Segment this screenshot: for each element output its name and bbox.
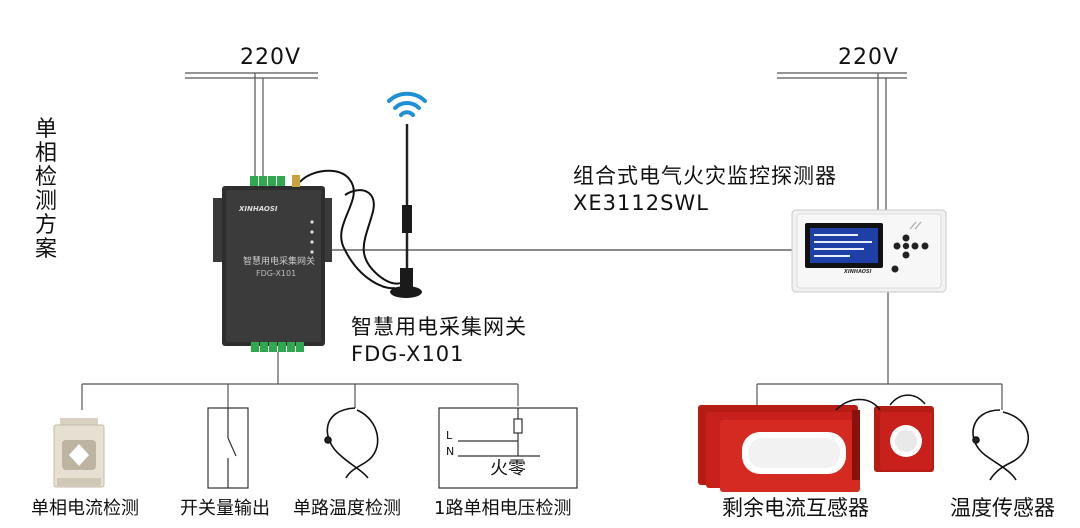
line-l-label: L [446, 429, 453, 442]
sensor-label: 单相电流检测 [31, 498, 139, 519]
left-power-bus [185, 72, 318, 178]
sensor-label: 温度传感器 [950, 496, 1055, 520]
residual-current-transformer-icon [698, 394, 934, 492]
side-title: 单 相 检 测 方 案 [32, 118, 60, 262]
detector-name: 组合式电气火灾监控探测器 [573, 164, 837, 188]
right-voltage-label: 220V [838, 45, 900, 70]
voltage-detection-icon [438, 407, 578, 489]
detector-device [791, 209, 947, 293]
sensor-label: 开关量输出 [180, 498, 270, 519]
right-sensor-bus [756, 292, 1003, 410]
side-title-char: 检 [34, 165, 57, 190]
top-terminal-block [250, 176, 285, 186]
side-title-char: 方 [34, 213, 57, 238]
gateway-name: 智慧用电采集网关 [351, 315, 527, 339]
left-sensor-bus [81, 352, 519, 410]
sensor-label: 剩余电流互感器 [722, 496, 869, 520]
temperature-probe-icon [324, 407, 379, 479]
gateway-device [213, 175, 332, 352]
left-voltage-label: 220V [240, 45, 302, 70]
detector-brand: XINHAOSI [844, 269, 872, 275]
detector-model: XE3112SWL [573, 191, 709, 215]
right-power-bus [777, 72, 907, 212]
bottom-terminal-block [251, 342, 304, 352]
switch-icon [207, 407, 249, 489]
antenna-icon [299, 124, 422, 298]
gateway-panel-model: FDG-X101 [256, 269, 297, 278]
gateway-panel-text: 智慧用电采集网关 [243, 257, 316, 267]
side-title-char: 相 [34, 141, 57, 166]
current-transformer-icon [53, 418, 105, 488]
line-n-label: N [446, 445, 455, 458]
sensor-label: 单路温度检测 [293, 498, 401, 519]
fire-zero-label: 火零 [490, 458, 526, 479]
temperature-sensor-icon [972, 409, 1029, 481]
gateway-brand: XINHAOSI [239, 205, 278, 213]
side-title-char: 案 [34, 237, 57, 262]
gateway-model: FDG-X101 [351, 342, 465, 366]
side-title-char: 测 [34, 189, 57, 214]
sensor-label: 1路单相电压检测 [434, 498, 572, 519]
side-title-char: 单 [34, 117, 57, 142]
wifi-icon [387, 91, 427, 117]
